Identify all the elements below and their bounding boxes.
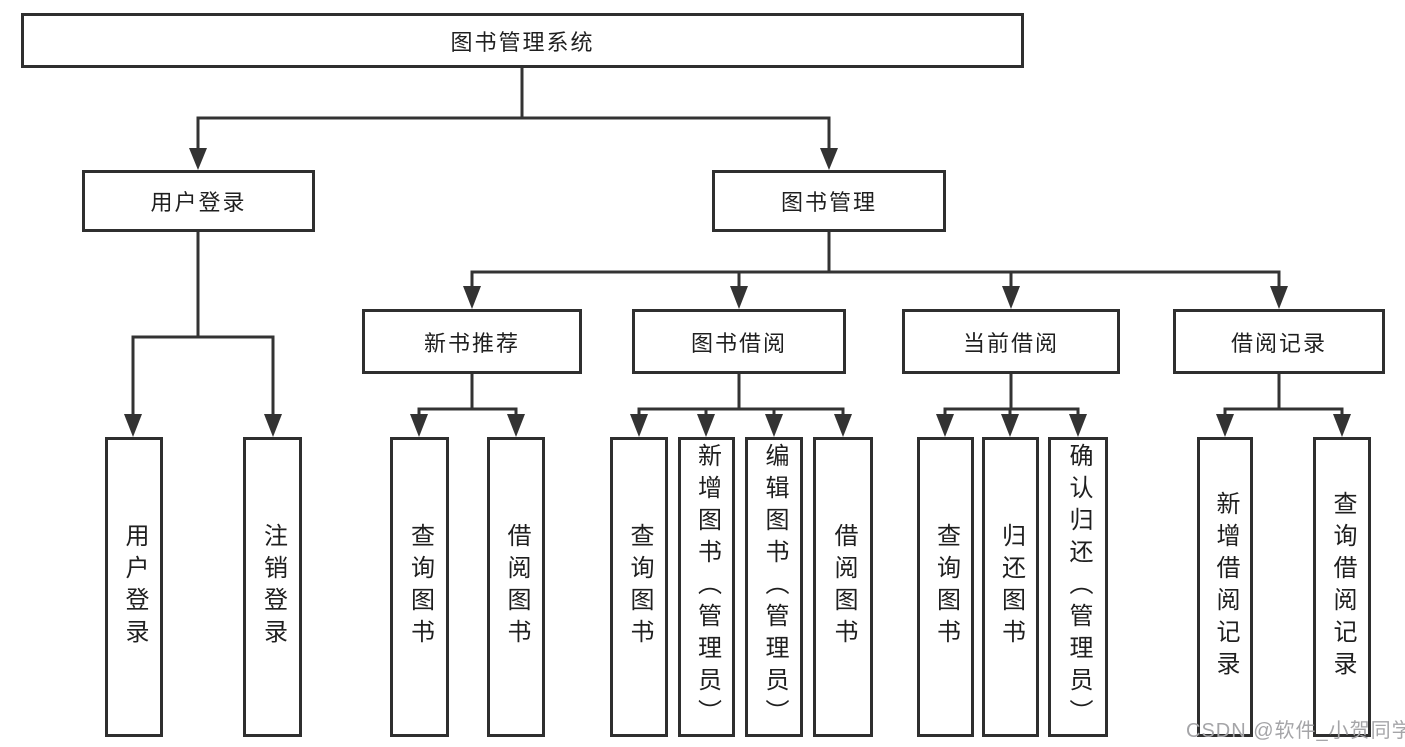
node-new-book-recommend-label: 新书推荐 <box>423 330 520 356</box>
node-root-label: 图书管理系统 <box>450 29 595 55</box>
node-current-borrow-label: 当前借阅 <box>962 330 1059 356</box>
leaf-bb-edit-books-admin: 编辑图书（管理员） <box>745 437 803 737</box>
leaf-cb-return-books: 归还图书 <box>982 437 1039 737</box>
node-book-management: 图书管理 <box>712 170 946 232</box>
node-borrow-record: 借阅记录 <box>1173 309 1385 374</box>
leaf-nbr-borrow-books-label: 借阅图书 <box>503 523 530 651</box>
node-user-login: 用户登录 <box>82 170 315 232</box>
leaf-nbr-borrow-books: 借阅图书 <box>487 437 545 737</box>
leaf-br-add-record: 新增借阅记录 <box>1197 437 1253 737</box>
leaf-logout-label: 注销登录 <box>259 523 287 651</box>
leaf-br-query-record-label: 查询借阅记录 <box>1329 491 1356 683</box>
watermark: CSDN @软件_小贺同学 <box>1186 720 1405 742</box>
leaf-cb-confirm-return-admin-label: 确认归还（管理员） <box>1065 443 1092 731</box>
leaf-bb-query-books: 查询图书 <box>610 437 668 737</box>
leaf-bb-edit-books-admin-label: 编辑图书（管理员） <box>761 443 788 731</box>
leaf-logout: 注销登录 <box>243 437 302 737</box>
node-borrow-record-label: 借阅记录 <box>1230 330 1327 356</box>
leaf-br-add-record-label: 新增借阅记录 <box>1212 491 1239 683</box>
leaf-bb-borrow-books-label: 借阅图书 <box>830 523 857 651</box>
leaf-nbr-query-books-label: 查询图书 <box>406 523 434 651</box>
leaf-cb-confirm-return-admin: 确认归还（管理员） <box>1048 437 1108 737</box>
leaf-user-login-label: 用户登录 <box>121 523 148 651</box>
leaf-user-login: 用户登录 <box>105 437 163 737</box>
leaf-nbr-query-books: 查询图书 <box>390 437 449 737</box>
node-book-borrow-label: 图书借阅 <box>690 330 787 356</box>
node-root: 图书管理系统 <box>21 13 1024 68</box>
leaf-cb-return-books-label: 归还图书 <box>997 523 1025 651</box>
leaf-cb-query-books-label: 查询图书 <box>932 523 960 651</box>
leaf-bb-add-books-admin: 新增图书（管理员） <box>678 437 735 737</box>
node-book-management-label: 图书管理 <box>780 190 877 215</box>
leaf-cb-query-books: 查询图书 <box>917 437 974 737</box>
leaf-br-query-record: 查询借阅记录 <box>1313 437 1371 737</box>
node-book-borrow: 图书借阅 <box>632 309 846 374</box>
leaf-bb-add-books-admin-label: 新增图书（管理员） <box>693 443 721 731</box>
leaf-bb-borrow-books: 借阅图书 <box>813 437 873 737</box>
node-current-borrow: 当前借阅 <box>902 309 1120 374</box>
node-user-login-label: 用户登录 <box>150 190 247 215</box>
leaf-bb-query-books-label: 查询图书 <box>626 523 653 651</box>
node-new-book-recommend: 新书推荐 <box>362 309 582 374</box>
